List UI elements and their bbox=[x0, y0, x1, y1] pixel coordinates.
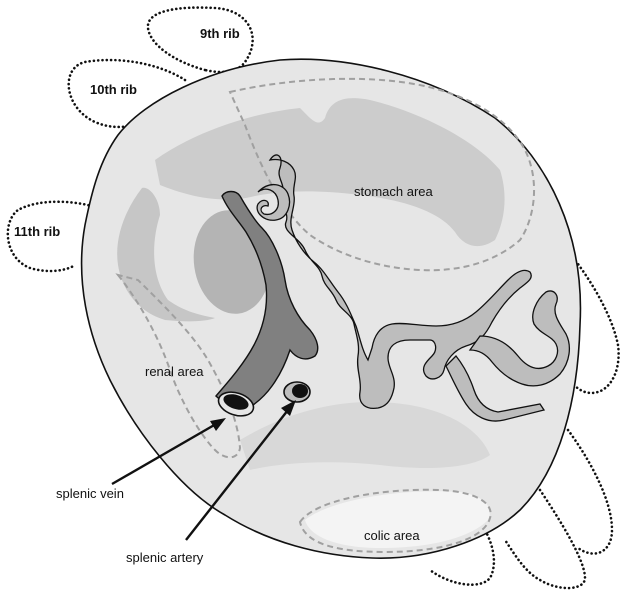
splenic-artery-label: splenic artery bbox=[126, 550, 204, 565]
renal-area-label: renal area bbox=[145, 364, 204, 379]
rib-9-label: 9th rib bbox=[200, 26, 240, 41]
rib-right-outer-outline bbox=[568, 430, 612, 554]
colic-area-label: colic area bbox=[364, 528, 420, 543]
rib-10-label: 10th rib bbox=[90, 82, 137, 97]
splenic-vein-label: splenic vein bbox=[56, 486, 124, 501]
stomach-area-label: stomach area bbox=[354, 184, 434, 199]
rib-11-label: 11th rib bbox=[14, 224, 60, 239]
splenic-artery-lumen bbox=[292, 384, 308, 398]
